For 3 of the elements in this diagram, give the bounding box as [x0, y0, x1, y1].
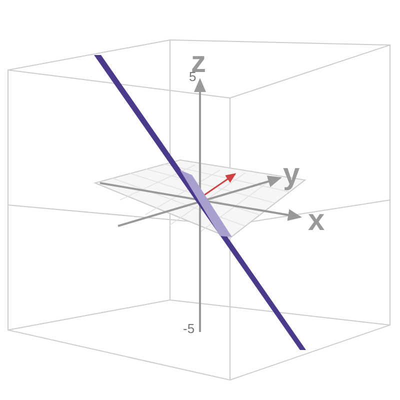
axis-label: x [308, 206, 325, 236]
axis-label: y [283, 160, 300, 190]
tick-label: -5 [183, 322, 195, 335]
